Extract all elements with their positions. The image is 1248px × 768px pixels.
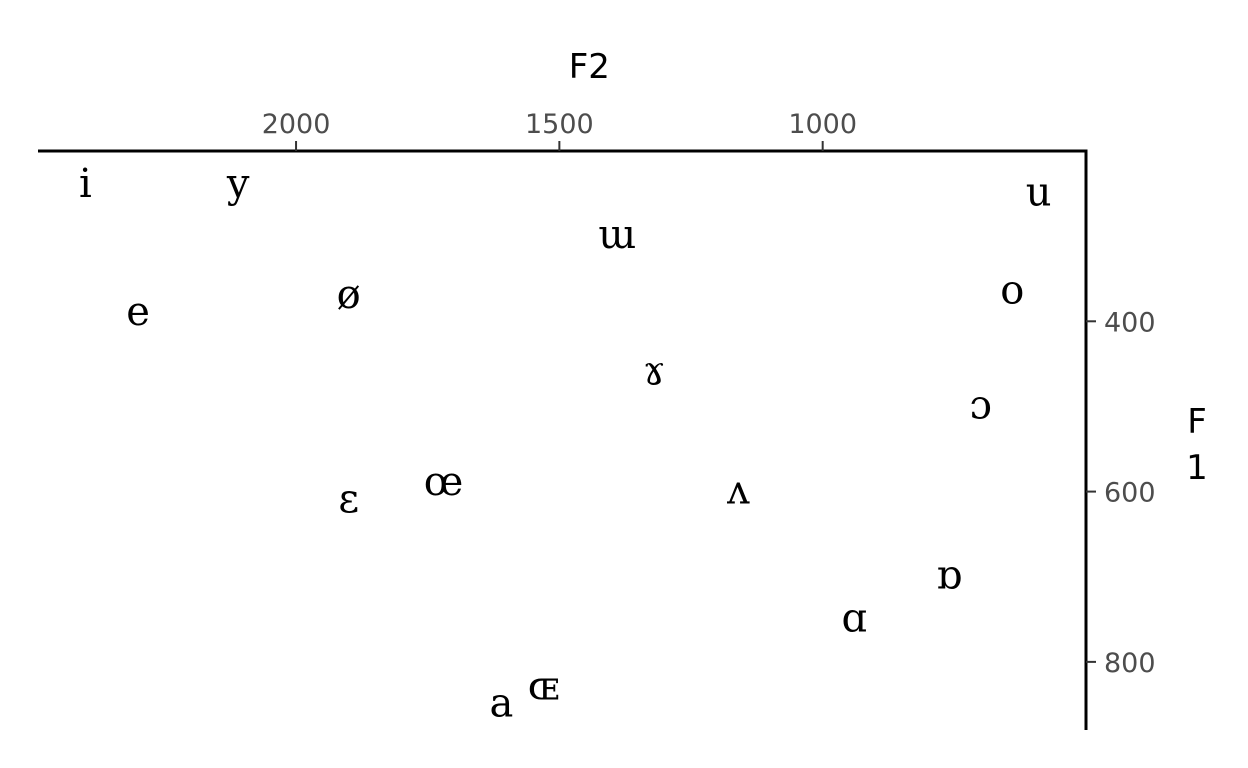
vowel-point: a bbox=[490, 680, 514, 726]
x-axis-title: F2 bbox=[569, 47, 610, 87]
vowel-point: ɛ bbox=[338, 476, 359, 522]
vowel-point: o bbox=[1000, 267, 1024, 313]
y-tick-label: 600 bbox=[1104, 478, 1156, 509]
vowel-point: œ bbox=[424, 459, 464, 505]
y-axis-ticks: 400 600 800 bbox=[1086, 307, 1156, 679]
vowel-point: e bbox=[126, 289, 150, 335]
x-tick-label: 1000 bbox=[788, 109, 857, 140]
x-axis-ticks: 2000 1500 1000 bbox=[262, 109, 857, 151]
y-tick-label: 400 bbox=[1104, 307, 1156, 338]
vowel-point: ø bbox=[337, 272, 361, 318]
vowel-points: i y u ɯ o ø e ɤ ɔ œ ʌ ɛ ɒ ɑ ɶa bbox=[79, 161, 1051, 726]
vowel-point: y bbox=[226, 161, 250, 207]
vowel-point: ɑ bbox=[841, 595, 867, 641]
vowel-point: i bbox=[79, 161, 92, 207]
vowel-point: ɤ bbox=[643, 348, 666, 394]
x-tick-label: 2000 bbox=[262, 109, 331, 140]
y-axis-title-char: 1 bbox=[1186, 448, 1208, 488]
vowel-point: ɶ bbox=[528, 663, 560, 709]
y-axis-title-char: F bbox=[1187, 402, 1207, 442]
vowel-point: ɒ bbox=[936, 553, 962, 599]
vowel-point: ɔ bbox=[969, 382, 991, 428]
x-tick-label: 1500 bbox=[525, 109, 594, 140]
vowel-point: u bbox=[1026, 170, 1052, 216]
vowel-point: ɯ bbox=[598, 212, 636, 258]
vowel-point: ʌ bbox=[726, 468, 750, 514]
y-tick-label: 800 bbox=[1104, 648, 1156, 679]
